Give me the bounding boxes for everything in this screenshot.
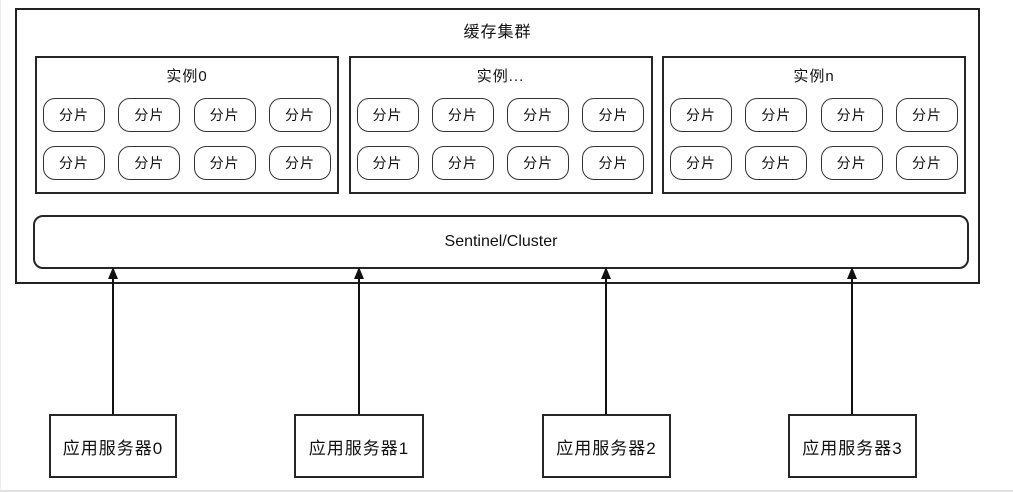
app-server-label: 应用服务器2 xyxy=(556,438,657,458)
arrow-line xyxy=(112,279,114,414)
app-server-label: 应用服务器0 xyxy=(62,438,164,458)
instance-box: 实例0 分片分片分片分片分片分片分片分片 xyxy=(35,56,339,194)
instance-title: 实例n xyxy=(793,68,835,85)
arrow-line xyxy=(358,279,360,414)
shard-box: 分片 xyxy=(507,146,570,180)
shard-box: 分片 xyxy=(745,98,808,132)
arrow-up-icon xyxy=(108,267,118,279)
shard-box: 分片 xyxy=(895,146,958,180)
shard-box: 分片 xyxy=(820,146,883,180)
app-server-box: 应用服务器3 xyxy=(788,414,917,478)
instance-box: 实例... 分片分片分片分片分片分片分片分片 xyxy=(348,56,653,194)
shard-box: 分片 xyxy=(670,98,732,132)
shard-box: 分片 xyxy=(507,98,570,132)
cache-cluster-box: 缓存集群 实例0 分片分片分片分片分片分片分片分片 实例... 分片分片分片分片… xyxy=(15,8,980,284)
shard-box: 分片 xyxy=(193,98,256,132)
app-server-label: 应用服务器3 xyxy=(802,438,903,458)
shard-row: 分片分片分片分片 xyxy=(37,98,337,132)
shard-box: 分片 xyxy=(193,146,256,180)
app-server-label: 应用服务器1 xyxy=(308,438,410,458)
instance-box: 实例n 分片分片分片分片分片分片分片分片 xyxy=(662,56,966,194)
shard-box: 分片 xyxy=(268,98,331,132)
connector-arrow xyxy=(601,267,611,414)
shard-box: 分片 xyxy=(43,98,105,132)
shard-box: 分片 xyxy=(670,146,732,180)
shard-box: 分片 xyxy=(745,146,808,180)
arrow-line xyxy=(605,279,607,414)
shard-box: 分片 xyxy=(582,98,645,132)
app-server-box: 应用服务器1 xyxy=(294,414,424,478)
shard-box: 分片 xyxy=(895,98,958,132)
shard-box: 分片 xyxy=(820,98,883,132)
connector-arrow xyxy=(108,267,118,414)
shard-box: 分片 xyxy=(431,98,494,132)
arrow-line xyxy=(851,279,853,414)
shard-row: 分片分片分片分片 xyxy=(351,98,651,132)
shard-row: 分片分片分片分片 xyxy=(664,98,964,132)
shard-row: 分片分片分片分片 xyxy=(351,146,651,180)
connector-arrow xyxy=(847,267,857,414)
instance-title: 实例0 xyxy=(166,68,208,85)
arrow-up-icon xyxy=(354,267,364,279)
app-server-box: 应用服务器0 xyxy=(49,414,177,478)
instances-row: 实例0 分片分片分片分片分片分片分片分片 实例... 分片分片分片分片分片分片分… xyxy=(35,56,966,194)
shard-box: 分片 xyxy=(356,98,419,132)
sentinel-cluster-label: Sentinel/Cluster xyxy=(444,233,558,250)
cache-cluster-title: 缓存集群 xyxy=(463,24,532,41)
shard-box: 分片 xyxy=(431,146,494,180)
arrow-up-icon xyxy=(601,267,611,279)
shard-box: 分片 xyxy=(43,146,105,180)
sentinel-cluster-box: Sentinel/Cluster xyxy=(33,215,969,269)
connector-arrow xyxy=(354,267,364,414)
app-server-box: 应用服务器2 xyxy=(542,414,671,478)
shard-box: 分片 xyxy=(118,98,181,132)
shard-row: 分片分片分片分片 xyxy=(664,146,964,180)
shard-box: 分片 xyxy=(582,146,645,180)
shard-row: 分片分片分片分片 xyxy=(37,146,337,180)
shard-box: 分片 xyxy=(118,146,181,180)
arrow-up-icon xyxy=(847,267,857,279)
shard-box: 分片 xyxy=(356,146,419,180)
instance-title: 实例... xyxy=(476,68,525,85)
shard-box: 分片 xyxy=(268,146,331,180)
